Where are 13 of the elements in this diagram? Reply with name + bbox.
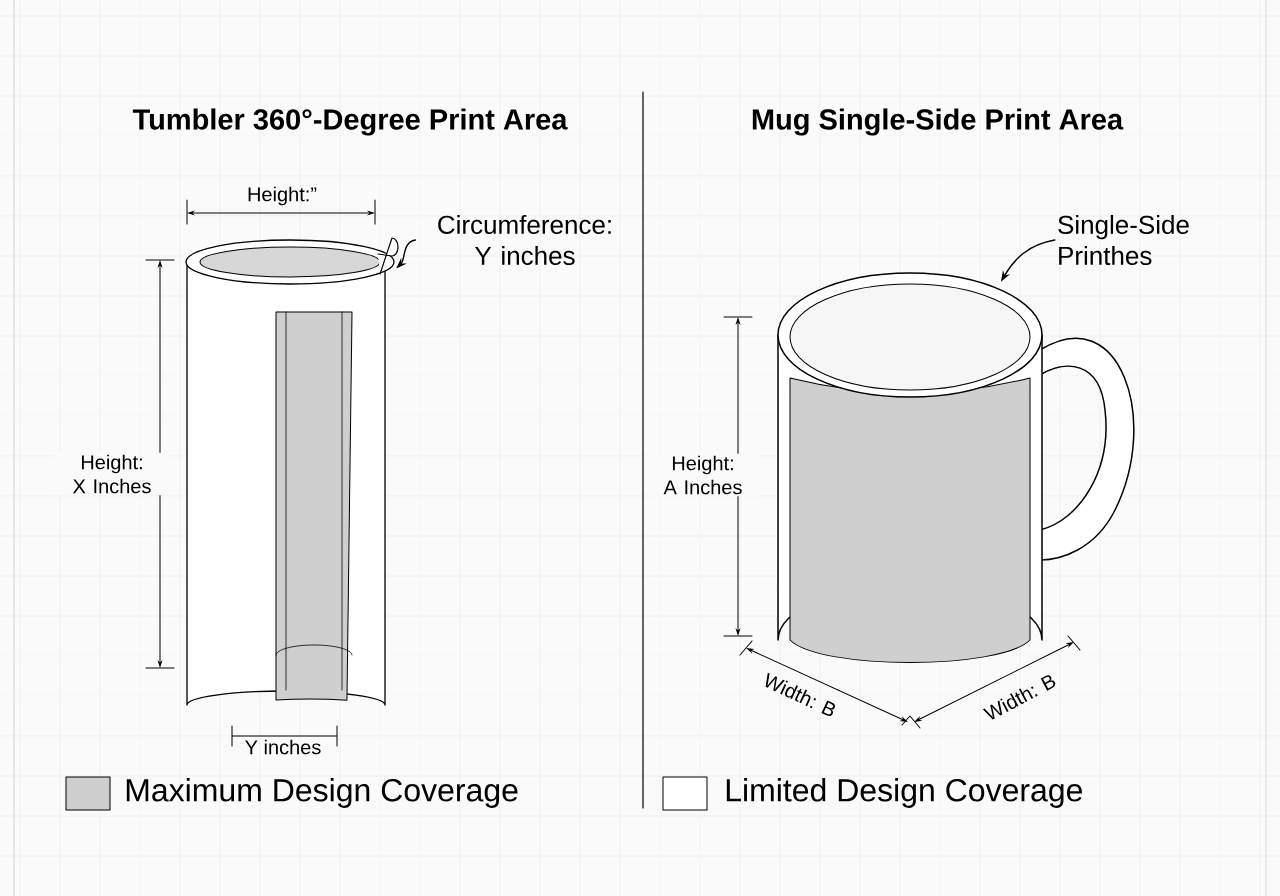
dimension-label: Y inches: [245, 739, 321, 755]
heading: Mug Single-Side Print Area: [752, 108, 1124, 136]
dimension-label: Height:”: [248, 186, 317, 206]
legend-label: Maximum Design Coverage: [126, 778, 518, 808]
dimension-label: Width: B: [982, 675, 1056, 720]
mug-drawing: [777, 272, 1135, 663]
heading: Tumbler 360°-Degree Print Area: [132, 108, 568, 136]
callout-label: Circumference: Y inches: [438, 214, 611, 266]
dimension-label: Height: X Inches: [54, 452, 170, 496]
legend-label: Limited Design Coverage: [726, 778, 1082, 808]
tumbler-drawing: [185, 237, 399, 706]
dimension-label: Height: A Inches: [646, 453, 760, 497]
callout-label: Single-Side Printhes: [1058, 214, 1189, 266]
